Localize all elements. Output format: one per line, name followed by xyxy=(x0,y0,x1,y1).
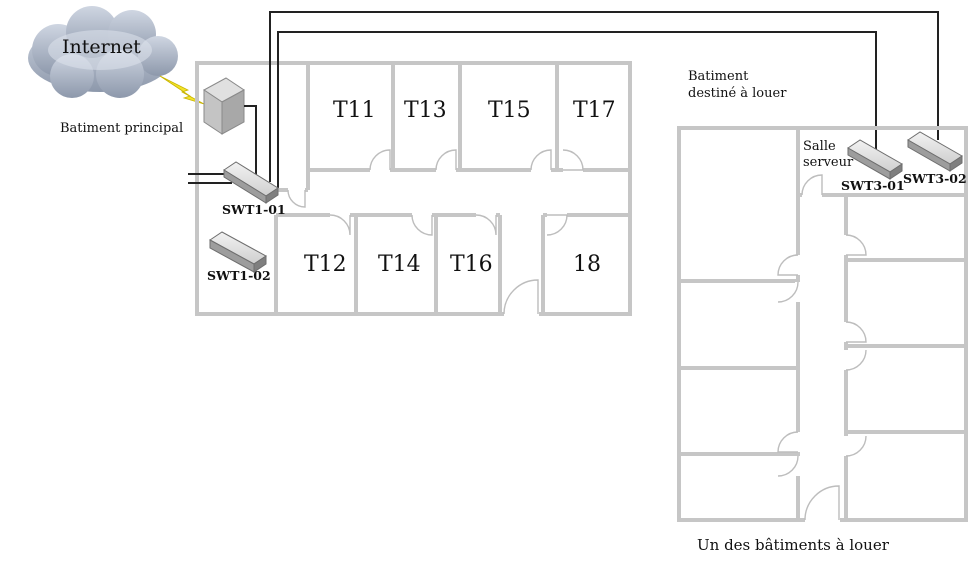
room-t16-label: T16 xyxy=(450,252,493,277)
room-t15-label: T15 xyxy=(488,98,531,123)
switch-swt3-01-icon xyxy=(847,139,903,180)
main-building-label: Batiment principal xyxy=(60,121,183,136)
rental-building-label-line1: Batiment xyxy=(688,69,749,84)
rental-building-plan xyxy=(677,126,968,523)
switch-swt3-02-icon xyxy=(907,131,963,172)
switch-swt1-01-icon xyxy=(223,161,279,204)
internet-cloud-icon xyxy=(28,6,178,98)
rental-building-label-line2: destiné à louer xyxy=(688,86,787,101)
footer-caption: Un des bâtiments à louer xyxy=(697,536,890,554)
room-t12-label: T12 xyxy=(304,252,347,277)
room-t17-label: T17 xyxy=(573,98,616,123)
network-cables xyxy=(188,11,939,188)
internet-label: Internet xyxy=(62,36,141,58)
room-t14-label: T14 xyxy=(378,252,421,277)
room-18-label: 18 xyxy=(573,252,601,277)
switch-swt1-02-label: SWT1-02 xyxy=(207,268,271,283)
main-building-plan xyxy=(195,61,632,317)
room-t11-label: T11 xyxy=(333,98,376,123)
switch-swt3-02-label: SWT3-02 xyxy=(903,171,967,186)
switch-swt3-01-label: SWT3-01 xyxy=(841,178,905,193)
server-room-label-line1: Salle xyxy=(803,139,836,154)
switch-swt1-02-icon xyxy=(209,231,267,273)
room-t13-label: T13 xyxy=(404,98,447,123)
switch-swt1-01-label: SWT1-01 xyxy=(222,202,286,217)
server-room-label-line2: serveur xyxy=(803,155,854,170)
router-icon xyxy=(203,77,245,135)
